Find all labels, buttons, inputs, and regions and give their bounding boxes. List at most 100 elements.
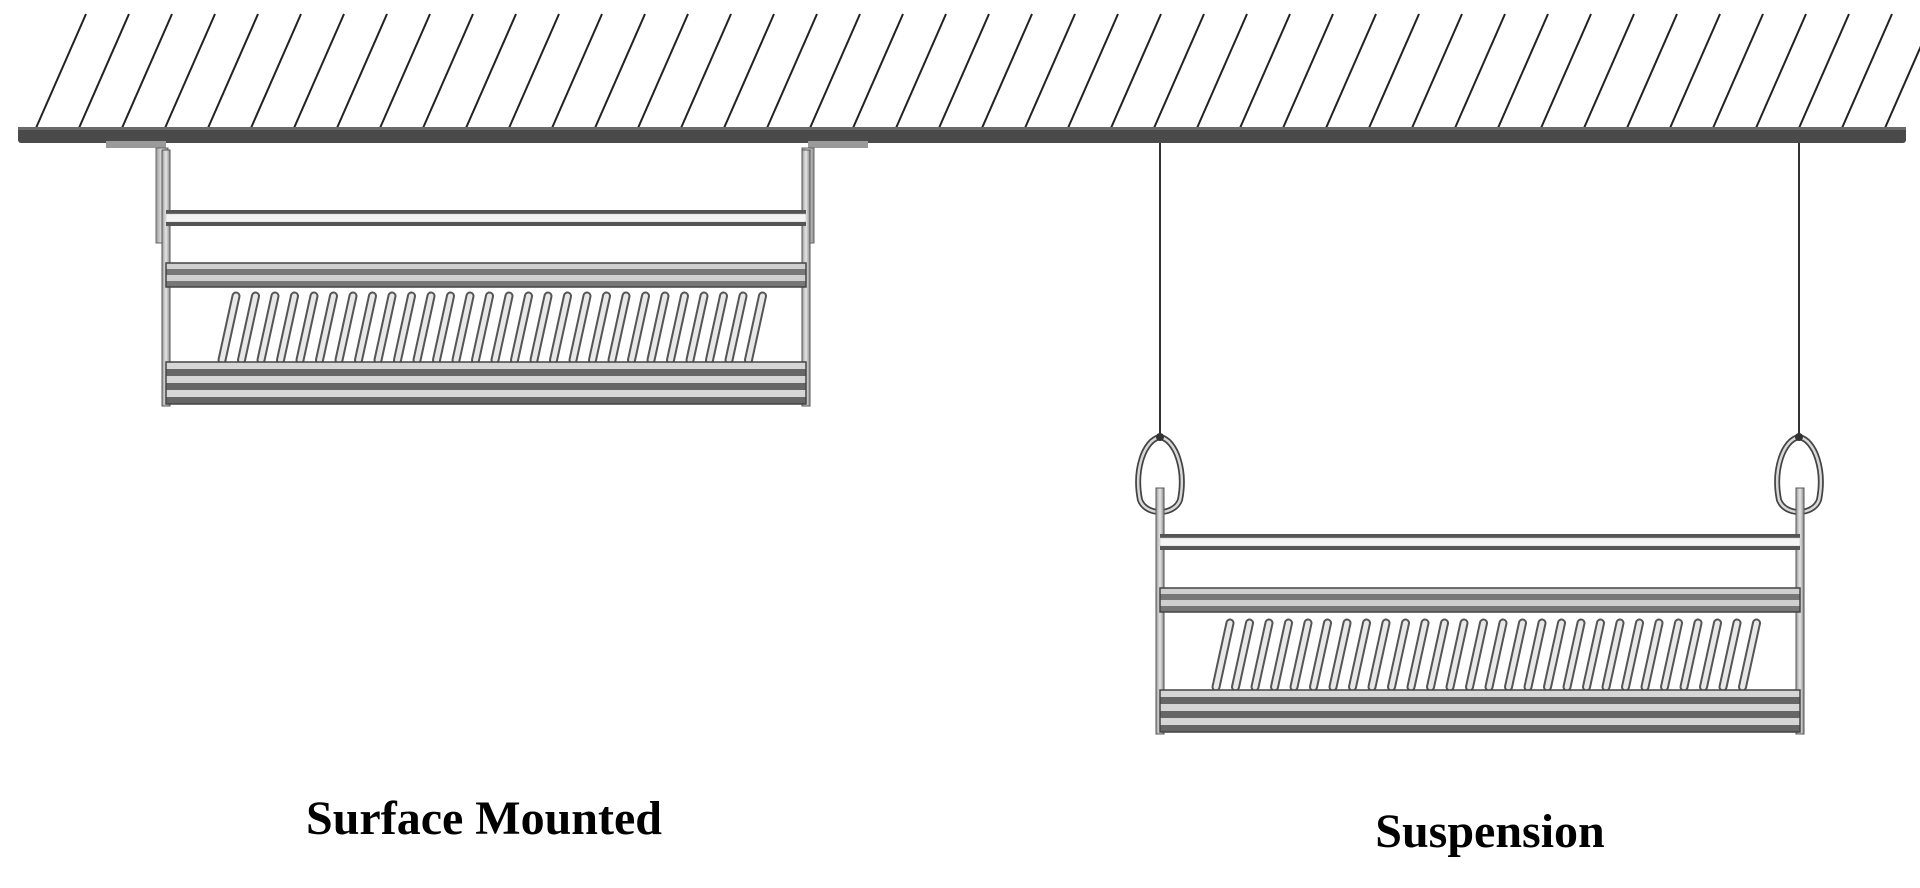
fixture-bottom-rib — [1160, 718, 1800, 725]
led-slot — [1330, 620, 1350, 690]
led-slot — [317, 293, 336, 363]
led-slot — [531, 293, 551, 363]
hatch-line — [293, 13, 345, 129]
hatch-line — [1067, 13, 1119, 129]
led-slot — [1233, 620, 1252, 690]
fixture-upper-bar — [166, 281, 806, 287]
fixture-upper-bar — [1160, 606, 1800, 612]
fixture-bottom-rib — [1160, 725, 1800, 732]
led-slot — [473, 293, 492, 363]
led-slot — [590, 293, 609, 363]
led-slot — [434, 293, 453, 363]
led-slot — [1545, 620, 1564, 690]
led-slot — [629, 293, 648, 363]
led-slot — [1428, 620, 1447, 690]
fixture-top-rail — [1160, 534, 1800, 538]
led-slot — [1681, 620, 1701, 690]
led-slot — [746, 293, 765, 363]
led-slot — [1642, 620, 1662, 690]
led-slot — [1525, 620, 1545, 690]
fixture-upper-bar — [165, 262, 807, 288]
fixture-bottom-rib — [166, 390, 806, 397]
fixture-bottom-rib — [166, 397, 806, 404]
hatch-line — [1669, 13, 1721, 129]
led-slot — [1350, 620, 1369, 690]
hatch-line — [1196, 13, 1248, 129]
fixture-bottom-rib — [166, 383, 806, 390]
led-slot — [1506, 620, 1525, 690]
led-slot — [336, 293, 356, 363]
fixture-bottom-rib — [1160, 697, 1800, 704]
led-slot — [297, 293, 317, 363]
hatch-line — [680, 13, 732, 129]
fixture-bottom-bar — [1159, 689, 1801, 733]
led-slot — [492, 293, 512, 363]
hatch-line — [121, 13, 173, 129]
hatch-line — [164, 13, 216, 129]
hatch-line — [895, 13, 947, 129]
hatch-line — [766, 13, 818, 129]
hatch-line — [981, 13, 1033, 129]
hatch-line — [1282, 13, 1334, 129]
surface-mounted-caption: Surface Mounted — [306, 792, 662, 845]
led-slot — [1311, 620, 1330, 690]
hatch-line — [1368, 13, 1420, 129]
led-slot — [726, 293, 746, 363]
led-slot — [1272, 620, 1291, 690]
hatch-line — [637, 13, 689, 129]
hatch-line — [207, 13, 259, 129]
fixture-bottom-rib — [1160, 704, 1800, 711]
hatch-line — [1798, 13, 1850, 129]
fixture-upper-bar — [166, 269, 806, 275]
mount-bracket — [808, 141, 868, 148]
led-slot — [1584, 620, 1603, 690]
fixture-upper-bar — [166, 263, 806, 269]
fixture-upper-bar — [1159, 587, 1801, 613]
hatch-line — [1239, 13, 1291, 129]
hatch-line — [1884, 45, 1920, 129]
hatch-line — [35, 13, 87, 129]
hatch-line — [551, 13, 603, 129]
fixture-bottom-rib — [166, 369, 806, 376]
led-slot — [1369, 620, 1389, 690]
led-slot — [668, 293, 687, 363]
led-slot — [1701, 620, 1720, 690]
led-slot — [1603, 620, 1623, 690]
led-slot — [609, 293, 629, 363]
hatch-line — [1583, 13, 1635, 129]
led-slot — [278, 293, 297, 363]
ceiling-slab-highlight — [18, 127, 1906, 130]
hatch-line — [1755, 13, 1807, 129]
hatch-line — [1540, 13, 1592, 129]
fixture-bottom-bar — [165, 361, 807, 405]
hatch-line — [1841, 13, 1893, 129]
hatch-line — [723, 13, 775, 129]
led-slot — [1564, 620, 1584, 690]
led-slot — [570, 293, 590, 363]
led-slot — [1486, 620, 1506, 690]
hatch-line — [809, 13, 861, 129]
hatch-line — [852, 13, 904, 129]
led-slot — [1291, 620, 1311, 690]
hook-eye — [1795, 433, 1803, 441]
fixture-bottom-rib — [1160, 690, 1800, 697]
fixture-upper-bar — [1160, 588, 1800, 594]
fixture-upper-bar — [1160, 600, 1800, 606]
fixture-upper-bar — [1160, 594, 1800, 600]
led-slot — [1389, 620, 1408, 690]
led-slot — [258, 293, 278, 363]
led-slot — [219, 293, 239, 363]
hatch-line — [938, 13, 990, 129]
fixture-bottom-rib — [166, 362, 806, 369]
led-slot — [1213, 620, 1233, 690]
led-slot — [551, 293, 570, 363]
hatch-line — [1454, 13, 1506, 129]
hatch-line — [1497, 13, 1549, 129]
led-slot — [1467, 620, 1486, 690]
led-slot — [1408, 620, 1428, 690]
fixture-top-rail — [1159, 537, 1801, 547]
led-slot — [356, 293, 375, 363]
surface-mounted-fixture — [106, 141, 868, 407]
ceiling-slab — [18, 127, 1906, 143]
led-slot — [453, 293, 473, 363]
